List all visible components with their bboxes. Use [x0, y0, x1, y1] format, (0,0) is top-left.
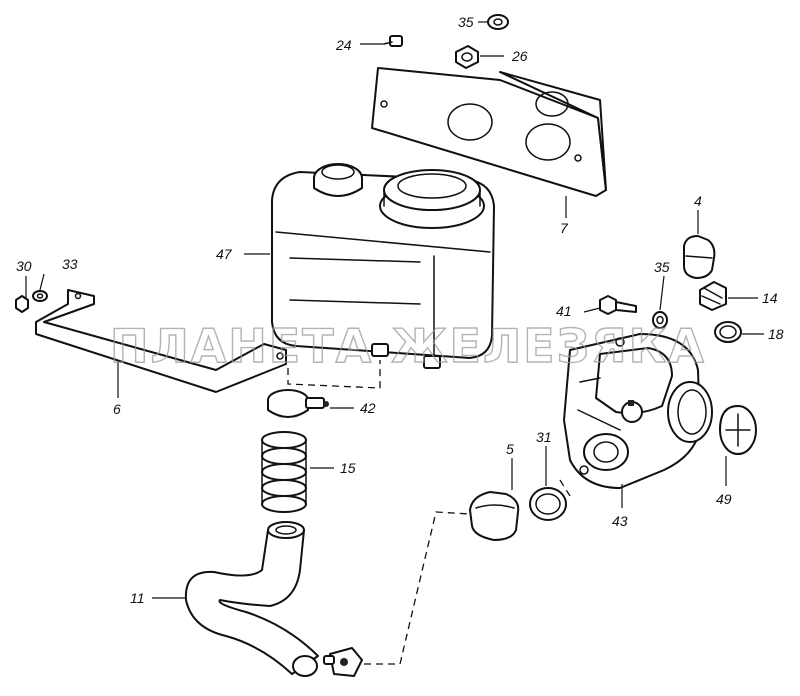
- callout-49: 49: [716, 491, 732, 507]
- part-6-bracket: [35, 289, 287, 393]
- part-11-hose: [184, 521, 319, 677]
- callout-6: 6: [113, 401, 121, 417]
- callout-41: 41: [556, 303, 572, 319]
- part-42-hose-clamp: [267, 389, 329, 418]
- dash-bracket-to-tank: [287, 360, 381, 389]
- part-35-washer-top: [487, 14, 509, 30]
- part-7-mounting-plate: [371, 67, 607, 197]
- part-43-pump-body: [563, 333, 713, 489]
- part-33-washer: [32, 290, 48, 302]
- callout-42: 42: [360, 400, 376, 416]
- callout-24: 24: [335, 37, 352, 53]
- part-4-fitting: [683, 235, 716, 279]
- dash-hose-to-pump: [364, 511, 471, 665]
- callout-30: 30: [16, 258, 32, 274]
- part-18-o-ring: [714, 321, 742, 343]
- hose-end-fitting: [323, 647, 363, 677]
- callout-33: 33: [62, 256, 78, 272]
- part-47-reservoir-tank: [271, 163, 495, 369]
- part-14-union-fitting: [699, 281, 727, 311]
- callout-14: 14: [762, 290, 778, 306]
- callout-4: 4: [694, 193, 702, 209]
- part-35-washer-right: [652, 311, 668, 329]
- callout-35-right: 35: [654, 259, 670, 275]
- part-30-nut: [15, 295, 29, 313]
- part-15-spring: [261, 431, 307, 513]
- dash-ring-to-pump: [559, 479, 571, 497]
- part-49-cap: [719, 405, 757, 455]
- part-5-plug: [469, 491, 520, 541]
- leader-lines: [25, 21, 764, 599]
- callout-47: 47: [216, 246, 233, 262]
- part-24-bolt: [383, 35, 403, 47]
- part-31-seal-ring: [529, 487, 567, 521]
- callout-26: 26: [511, 48, 528, 64]
- callout-31: 31: [536, 429, 552, 445]
- part-26-nut: [455, 45, 479, 69]
- watermark: ПЛАНЕТА ЖЕЛЕЗЯКА: [110, 319, 706, 373]
- callout-15: 15: [340, 460, 356, 476]
- callout-43: 43: [612, 513, 628, 529]
- part-41-bolt: [599, 295, 637, 315]
- callout-7: 7: [560, 220, 569, 236]
- callout-5: 5: [506, 441, 514, 457]
- callout-35-top: 35: [458, 14, 474, 30]
- callout-11: 11: [130, 590, 145, 606]
- callout-18: 18: [768, 326, 784, 342]
